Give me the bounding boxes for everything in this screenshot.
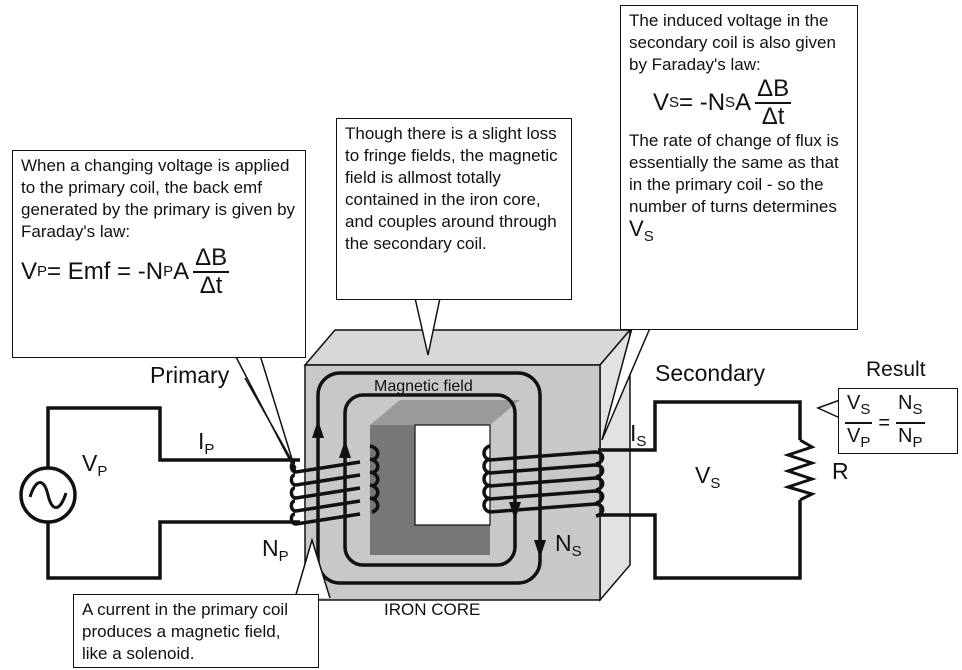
- eq-denominator: Δt: [199, 272, 223, 299]
- eq-v-sub: P: [37, 263, 48, 280]
- result-left-den-v: V: [847, 425, 861, 447]
- primary-label: Primary: [150, 362, 230, 388]
- primary-callout-text: When a changing voltage is applied to th…: [21, 156, 296, 241]
- magnetic-field-outer-loop: [316, 371, 542, 585]
- primary-turns-label: NP: [262, 535, 289, 565]
- eq-v-sub: S: [669, 94, 680, 111]
- result-right-fraction: NS NP: [896, 391, 925, 455]
- primary-wire-bottom: [46, 515, 300, 580]
- eq-mid: = Emf = -N: [47, 258, 164, 285]
- ip-letter: I: [198, 428, 205, 454]
- magnetic-field-label: Magnetic field: [374, 378, 473, 395]
- result-equation: VS VP = NS NP: [845, 391, 951, 455]
- eq-a: A: [735, 89, 752, 116]
- secondary-label: Secondary: [655, 360, 765, 386]
- secondary-turns-label: NS: [555, 530, 582, 560]
- current-callout-pointer: [294, 537, 331, 599]
- vs-sub: S: [710, 475, 721, 492]
- secondary-wire-top: [598, 400, 802, 452]
- eq-n-sub: P: [163, 263, 174, 280]
- vp-sub: P: [97, 463, 108, 480]
- vp-letter: V: [82, 450, 98, 476]
- eq-numerator: ΔB: [193, 244, 230, 273]
- result-right-den-sub: P: [912, 434, 923, 451]
- secondary-wire-bottom: [598, 500, 802, 580]
- primary-faraday-callout: When a changing voltage is applied to th…: [12, 150, 306, 358]
- eq-a: A: [173, 258, 190, 285]
- result-right-den-n: N: [898, 425, 913, 447]
- core-window-depth: [370, 400, 520, 425]
- determines-v-sub: S: [643, 228, 654, 245]
- determines-v: V: [629, 216, 644, 241]
- primary-voltage-label: VP: [82, 450, 107, 480]
- secondary-current-label: IS: [630, 420, 646, 450]
- core-callout-pointer: [414, 297, 441, 356]
- field-arrow-up-inner: [339, 440, 351, 458]
- primary-label-pointer: [244, 377, 297, 469]
- result-left-den-sub: P: [860, 434, 871, 451]
- vs-letter: V: [695, 462, 711, 488]
- np-letter: N: [262, 535, 279, 561]
- result-left-num-sub: S: [860, 401, 871, 418]
- resistor-label: R: [832, 458, 849, 484]
- ns-sub: S: [571, 543, 582, 560]
- is-sub: S: [636, 433, 647, 450]
- result-left-num: VS: [845, 391, 873, 424]
- result-right-num: NS: [896, 391, 925, 424]
- eq-mid: = -N: [679, 89, 726, 116]
- field-arrow-down-right: [534, 540, 546, 558]
- primary-coil-back: [369, 444, 380, 514]
- current-field-callout: A current in the primary coil produces a…: [73, 594, 319, 668]
- result-right-num-sub: S: [912, 401, 923, 418]
- secondary-callout-text-bottom: The rate of change of flux is essentiall…: [629, 130, 849, 248]
- secondary-callout-text-top: The induced voltage in the secondary coi…: [629, 11, 836, 74]
- secondary-voltage-label: VS: [695, 462, 720, 492]
- secondary-bottom-text: The rate of change of flux is essentiall…: [629, 131, 839, 216]
- secondary-coil: [482, 444, 605, 518]
- magnetic-field-inner-loop: [343, 393, 517, 567]
- core-top-face: [303, 329, 632, 366]
- result-callout: VS VP = NS NP: [838, 388, 958, 454]
- eq-v: V: [653, 89, 670, 116]
- primary-wire-top: [46, 406, 300, 475]
- np-sub: P: [278, 548, 289, 565]
- result-left-den: VP: [847, 424, 870, 455]
- core-window: [414, 424, 491, 526]
- result-right-den: NP: [898, 424, 922, 455]
- secondary-faraday-callout: The induced voltage in the secondary coi…: [620, 5, 858, 330]
- current-callout-text: A current in the primary coil produces a…: [82, 600, 288, 663]
- result-equals: =: [878, 412, 891, 434]
- resistor-symbol: [782, 438, 817, 502]
- ip-sub: P: [204, 441, 215, 458]
- eq-numerator: ΔB: [755, 75, 792, 104]
- eq-n-sub: S: [725, 94, 736, 111]
- result-right-num-n: N: [898, 392, 913, 414]
- result-callout-pointer: [816, 399, 841, 419]
- iron-core-label: IRON CORE: [384, 600, 481, 619]
- field-arrow-up-outer: [312, 420, 324, 438]
- eq-v: V: [21, 258, 38, 285]
- secondary-callout-pointer: [601, 327, 651, 441]
- eq-denominator: Δt: [761, 103, 785, 130]
- core-callout-text: Though there is a slight loss to fringe …: [345, 124, 558, 253]
- is-letter: I: [630, 420, 637, 446]
- core-field-callout: Though there is a slight loss to fringe …: [336, 118, 572, 300]
- sine-wave-icon: [28, 481, 68, 509]
- result-left-num-v: V: [847, 392, 861, 414]
- eq-fraction: ΔB Δt: [755, 75, 792, 130]
- result-label: Result: [866, 358, 926, 381]
- ns-letter: N: [555, 530, 572, 556]
- result-left-fraction: VS VP: [845, 391, 873, 455]
- eq-fraction: ΔB Δt: [193, 244, 230, 299]
- primary-current-label: IP: [198, 428, 214, 458]
